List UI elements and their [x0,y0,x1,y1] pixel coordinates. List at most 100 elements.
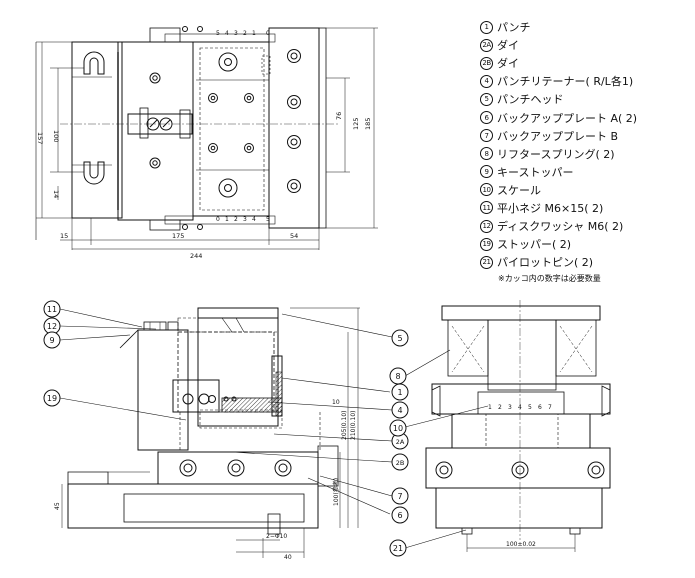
legend-item: 12 ディスクワッシャ M6( 2) [480,217,690,235]
side-scale-label: 5 [528,404,532,411]
scale-labels-top: 5 4 3 2 1 0 [216,30,270,37]
legend-number: 1 [480,20,493,34]
legend-label: パンチリテーナー( R/L各1) [497,75,634,89]
scale-top-label: 4 [225,30,229,37]
callout-circle [43,300,61,318]
dim-185: 185 [364,118,372,130]
legend-number: 6 [480,111,493,125]
legend-item: 21 パイロットピン( 2) [480,253,690,271]
scale-bottom-label: 3 [243,216,247,223]
dim-10: 10 [332,399,340,406]
callout-circle [391,506,409,524]
legend-note: ※カッコ内の数字は必要数量 [498,274,601,284]
dim-100-top: 100 [52,130,60,142]
legend-number: 11 [480,201,493,215]
top-view [35,26,378,250]
callout-19: 19 [47,394,57,403]
legend-item: 10 スケール [480,181,690,199]
legend-number: 2A [480,38,493,52]
scale-labels-bottom: 0 1 2 3 4 5 [216,216,270,223]
legend-number: 4 [480,74,493,88]
dim-210: 210(0.10) [350,411,357,441]
callout-21: 21 [393,544,403,553]
side-scale-label: 2 [498,404,502,411]
legend-number: 21 [480,255,493,269]
legend-item: 5 パンチヘッド [480,90,690,108]
callout-2a: 2A [396,438,405,446]
dim-157: 157 [36,132,44,144]
dim-175: 175 [172,232,184,240]
legend-label: ダイ [497,57,519,71]
scale-top-label: 0 [266,30,270,37]
callout-circle [43,389,61,407]
legend-item: 11 平小ネジ M6×15( 2) [480,199,690,217]
side-scale-label: 7 [548,404,552,411]
legend-item: 2B ダイ [480,54,690,72]
callout-circle [389,539,407,557]
legend-item: 1 パンチ [480,18,690,36]
dim-54: 54 [290,232,298,240]
callout-circle [389,367,407,385]
legend-number: 10 [480,183,493,197]
legend-label: 平小ネジ M6×15( 2) [497,201,604,215]
legend-item: 8 リフタースプリング( 2) [480,145,690,163]
side-scale-label: 6 [538,404,542,411]
legend-item: 19 ストッパー( 2) [480,235,690,253]
callout-circle [391,487,409,505]
legend-number: 5 [480,92,493,106]
side-scale-labels: 1 2 3 4 5 6 7 [488,404,552,411]
scale-bottom-label: 1 [225,216,229,223]
scale-bottom-label: 0 [216,216,220,223]
callout-circle [391,401,409,419]
scale-bottom-label: 4 [252,216,256,223]
callout-2b: 2B [396,459,405,467]
legend-number: 9 [480,165,493,179]
dim-40: 40 [284,554,292,561]
callout-11: 11 [47,305,57,314]
dim-205: 205(0.10) [341,411,348,441]
legend-number: 12 [480,219,493,233]
legend-label: ストッパー( 2) [497,238,572,252]
legend-number: 2B [480,56,493,70]
legend-label: パンチヘッド [497,93,564,107]
legend-label: バックアッププレート B [497,129,619,143]
side-scale-label: 1 [488,404,492,411]
dim-125: 125 [352,118,360,130]
side-scale-label: 4 [518,404,522,411]
side-callouts: 8 10 21 [389,367,407,557]
legend-number: 8 [480,147,493,161]
dim-100-side: 100±0.02 [506,541,536,548]
side-view [404,300,611,552]
legend-label: スケール [497,183,541,197]
dim-45: 45 [54,502,61,510]
scale-bottom-label: 2 [234,216,238,223]
dim-14: 14 [52,190,60,198]
callout-circle [43,331,61,349]
callout-5: 5 [397,334,402,343]
dim-244: 244 [190,252,202,260]
parts-legend: 1 パンチ 2A ダイ 2B ダイ 4 パンチリテーナー( R/L各1) 5 パ… [480,18,690,284]
scale-bottom-label: 5 [266,216,270,223]
front-callouts: 11 12 9 19 5 1 4 2A 2B 7 6 [43,300,409,524]
front-view [59,307,393,558]
dim-76: 76 [335,112,343,120]
legend-item: 4 パンチリテーナー( R/L各1) [480,72,690,90]
callout-7: 7 [397,492,402,501]
legend-label: バックアッププレート A( 2) [497,111,638,125]
legend-number: 7 [480,129,493,143]
legend-label: パンチ [497,21,531,35]
callout-circle [391,453,409,471]
dim-100-ref: 100(参考) [332,478,340,506]
callout-8: 8 [395,372,400,381]
legend-label: ディスクワッシャ M6( 2) [497,220,624,234]
callout-circle [389,419,407,437]
dim-15: 15 [60,232,68,240]
legend-item: 6 バックアッププレート A( 2) [480,108,690,126]
legend-item: 7 バックアッププレート B [480,127,690,145]
scale-top-label: 1 [252,30,256,37]
dim-2-phi10: 2−Φ10 [266,533,287,540]
legend-item: 2A ダイ [480,36,690,54]
legend-item: 9 キーストッパー [480,163,690,181]
callout-10: 10 [393,424,403,433]
side-scale-label: 3 [508,404,512,411]
